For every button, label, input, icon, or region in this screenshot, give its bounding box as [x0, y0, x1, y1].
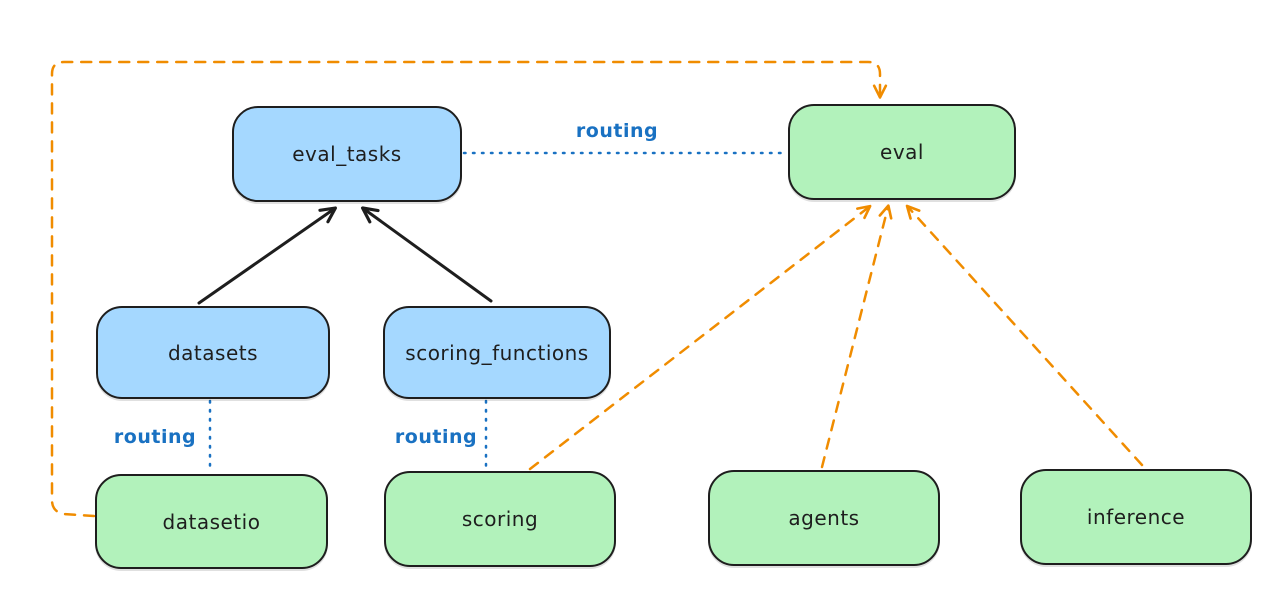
- node-datasets: datasets: [96, 306, 330, 399]
- node-scoring-functions-label: scoring_functions: [405, 340, 589, 365]
- edge-datasetio-to-eval: [50, 60, 888, 518]
- edge-label-routing-scoring-functions-scoring: routing: [394, 426, 478, 448]
- edge-scoring_functions-to-eval_tasks: [361, 206, 493, 303]
- node-scoring-label: scoring: [461, 507, 539, 531]
- node-agents-label: agents: [788, 506, 860, 530]
- node-inference: inference: [1020, 469, 1252, 565]
- node-scoring-functions: scoring_functions: [383, 306, 611, 399]
- node-eval-label: eval: [880, 140, 924, 164]
- node-agents: agents: [708, 470, 940, 566]
- edge-scoring-to-eval: [528, 204, 872, 471]
- node-datasetio: datasetio: [95, 474, 328, 569]
- edge-label-routing-datasets-datasetio: routing: [113, 426, 197, 448]
- node-eval: eval: [788, 104, 1016, 200]
- node-inference-label: inference: [1086, 505, 1186, 529]
- node-eval-tasks: eval_tasks: [232, 106, 462, 202]
- edge-datasets-to-eval_tasks: [197, 206, 338, 305]
- node-datasets-label: datasets: [167, 340, 259, 365]
- node-scoring: scoring: [384, 471, 616, 567]
- edge-inference-to-eval: [905, 204, 1144, 467]
- node-eval-tasks-label: eval_tasks: [292, 142, 402, 166]
- node-datasetio-label: datasetio: [162, 509, 261, 534]
- edge-agents-to-eval: [820, 204, 893, 469]
- edge-label-routing-eval-tasks-eval: routing: [575, 120, 659, 142]
